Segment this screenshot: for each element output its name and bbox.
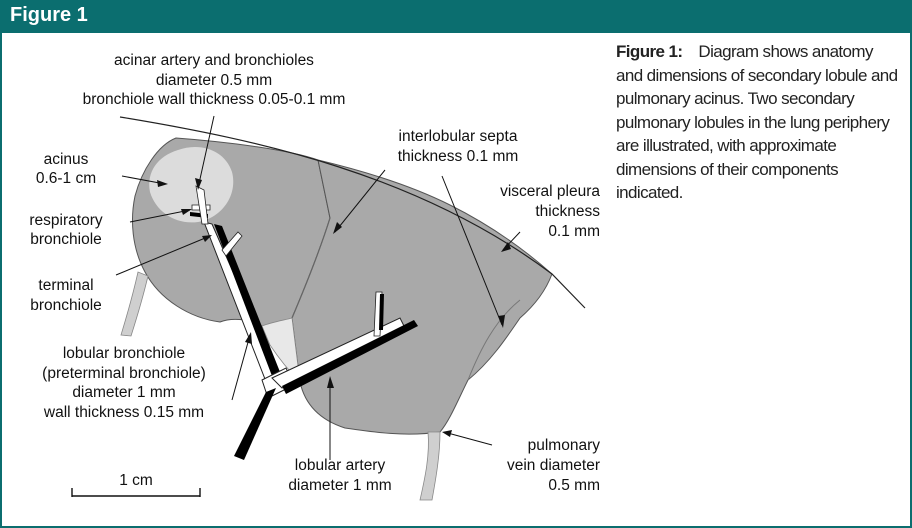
svg-text:wall thickness 0.15 mm: wall thickness 0.15 mm [43, 404, 204, 421]
svg-text:diameter 1 mm: diameter 1 mm [72, 384, 175, 401]
label-acinar-artery: acinar artery and bronchioles diameter 0… [83, 52, 346, 108]
lower-artery [234, 388, 276, 460]
svg-text:0.6-1 cm: 0.6-1 cm [36, 170, 96, 187]
svg-text:respiratory: respiratory [29, 212, 102, 229]
label-visceral-pleura: visceral pleura thickness 0.1 mm [500, 183, 600, 240]
svg-text:interlobular septa: interlobular septa [399, 128, 518, 145]
svg-text:visceral pleura: visceral pleura [500, 183, 600, 200]
svg-text:diameter 1 mm: diameter 1 mm [288, 477, 391, 494]
svg-text:bronchiole: bronchiole [30, 231, 102, 248]
figure-caption: Figure 1:Diagram shows anatomy and dimen… [616, 40, 902, 205]
svg-text:0.1 mm: 0.1 mm [548, 223, 600, 240]
label-interlobular-septa: interlobular septa thickness 0.1 mm [398, 128, 519, 165]
right-lobule [292, 160, 552, 434]
svg-text:bronchiole wall thickness 0.05: bronchiole wall thickness 0.05-0.1 mm [83, 91, 346, 108]
caption-text: Diagram shows anatomy and dimensions of … [616, 42, 898, 202]
label-lobular-bronchiole: lobular bronchiole (preterminal bronchio… [42, 345, 206, 421]
pulmonary-vein-right [420, 432, 440, 500]
svg-text:lobular bronchiole: lobular bronchiole [63, 345, 185, 362]
svg-text:lobular artery: lobular artery [295, 457, 386, 474]
svg-text:thickness 0.1 mm: thickness 0.1 mm [398, 148, 519, 165]
svg-text:acinar artery and bronchioles: acinar artery and bronchioles [114, 52, 314, 69]
label-acinus: acinus 0.6-1 cm [36, 151, 96, 187]
label-terminal-bronchiole: terminal bronchiole [30, 277, 102, 314]
pulmonary-vein-left [121, 272, 148, 336]
caption-label: Figure 1: [616, 42, 682, 61]
svg-text:thickness: thickness [535, 203, 600, 220]
label-pulmonary-vein: pulmonary vein diameter 0.5 mm [507, 437, 600, 494]
svg-text:acinus: acinus [44, 151, 89, 168]
label-respiratory-bronchiole: respiratory bronchiole [29, 212, 102, 248]
svg-text:vein diameter: vein diameter [507, 457, 600, 474]
scale-label: 1 cm [119, 472, 153, 489]
svg-text:diameter 0.5 mm: diameter 0.5 mm [156, 72, 272, 89]
svg-text:(preterminal bronchiole): (preterminal bronchiole) [42, 365, 206, 382]
svg-text:terminal: terminal [38, 277, 93, 294]
svg-text:bronchiole: bronchiole [30, 297, 102, 314]
label-lobular-artery: lobular artery diameter 1 mm [288, 457, 391, 494]
svg-text:pulmonary: pulmonary [528, 437, 601, 454]
svg-text:0.5 mm: 0.5 mm [548, 477, 600, 494]
scale-bar [72, 488, 200, 497]
